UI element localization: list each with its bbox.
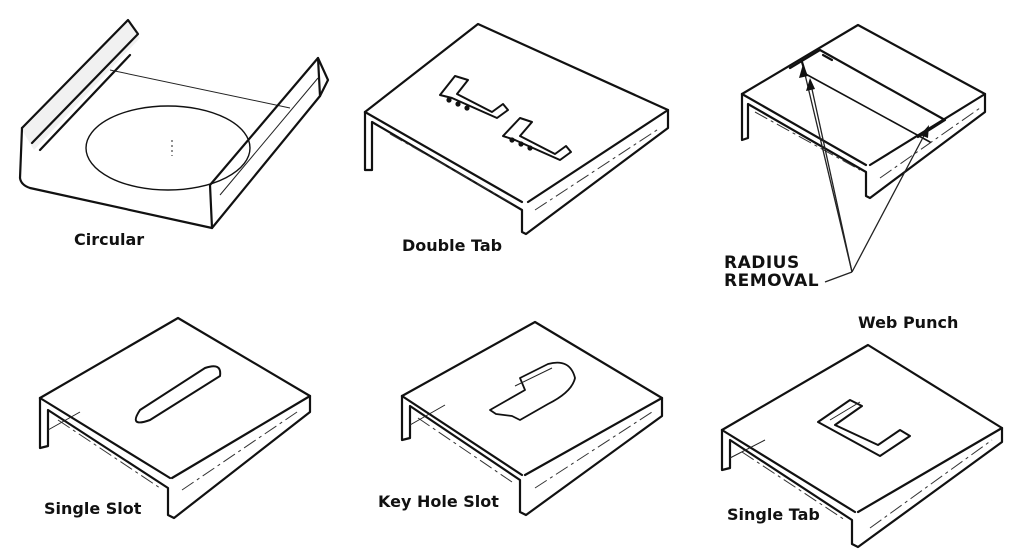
web-punch-bracket — [740, 23, 987, 283]
single-slot-bracket — [38, 316, 312, 520]
circular-cutout — [85, 105, 251, 191]
single-tab-bracket — [720, 343, 1004, 549]
label-web-punch: Web Punch — [858, 313, 959, 332]
tab-cutout-2 — [502, 117, 572, 161]
label-single-tab: Single Tab — [727, 505, 820, 524]
double-tab-bracket — [363, 22, 670, 236]
label-circular: Circular — [74, 230, 145, 249]
radius-removal-callout-arrows — [799, 64, 929, 283]
circular-bracket — [18, 18, 330, 230]
tab-cutout-1 — [439, 75, 509, 119]
key-hole-cutout — [489, 361, 576, 421]
label-single-slot: Single Slot — [44, 499, 142, 518]
tab-cutout — [817, 399, 911, 457]
label-double-tab: Double Tab — [402, 236, 503, 255]
label-key-hole-slot: Key Hole Slot — [378, 492, 499, 511]
slot-cutout — [134, 365, 222, 424]
radius-removal-line-1: RADIUS — [724, 253, 800, 273]
key-hole-slot-bracket — [400, 320, 664, 517]
radius-removal-line-2: REMOVAL — [724, 271, 820, 291]
